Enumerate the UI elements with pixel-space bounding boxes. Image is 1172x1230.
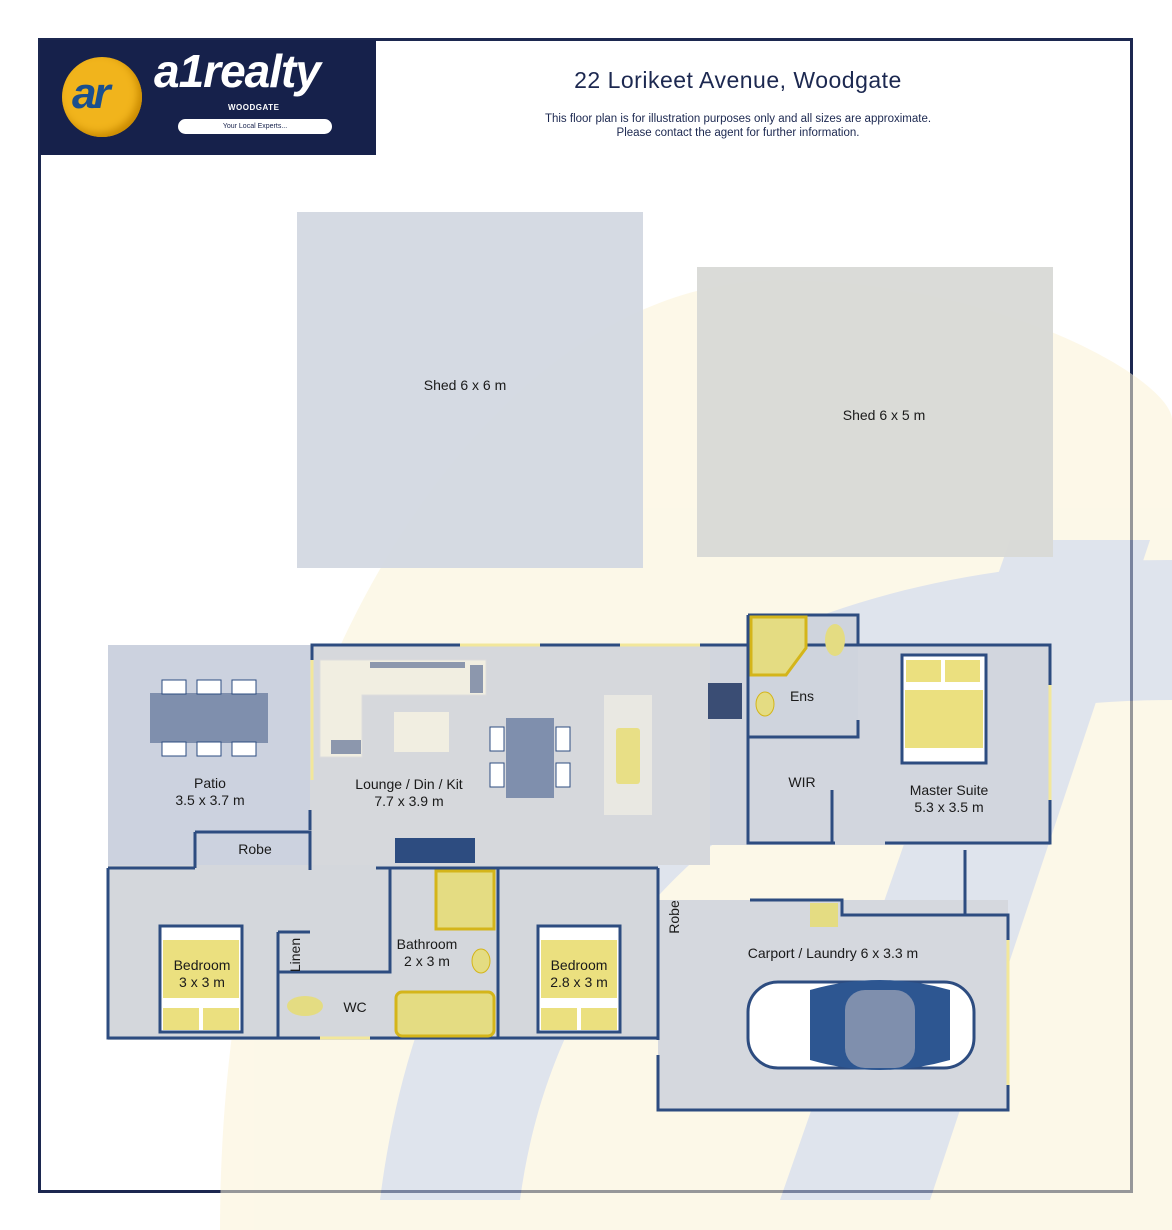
shed2-label: Shed 6 x 5 m [843,407,926,423]
toilet-wc [287,996,323,1016]
bathroom-size: 2 x 3 m [404,953,450,969]
dining-table [489,718,571,798]
ensuite-basin [755,691,775,717]
sofa [319,659,487,758]
cooktop [708,683,742,719]
windows [310,643,1052,1085]
patio-table [150,679,268,757]
bathtub [394,990,496,1038]
master-size: 5.3 x 3.5 m [914,799,983,815]
bed-2 [536,924,622,1034]
linen-label: Linen [287,938,303,972]
disclaimer-line-1: This floor plan is for illustration purp… [544,113,932,125]
patio-size: 3.5 x 3.7 m [175,792,244,808]
patio-name: Patio [194,775,226,791]
logo-location: WOODGATE [228,103,280,112]
kitchen-sink [616,728,640,784]
laundry-tub [810,903,838,927]
page-title: 22 Lorikeet Avenue, Woodgate [574,67,902,93]
ensuite-toilet [825,624,845,656]
robe2-label: Robe [666,900,682,934]
disclaimer: This floor plan is for illustration purp… [380,112,1096,140]
basin [471,948,491,974]
bedroom2-size: 2.8 x 3 m [550,974,608,990]
logo-badge-icon: ar [62,57,142,137]
master-name: Master Suite [910,782,989,798]
shower [434,869,496,931]
ensuite-shower [749,615,808,677]
logo-tagline: Your Local Experts... [178,119,332,134]
logo-badge-text: ar [72,69,111,118]
wir-label: WIR [788,774,815,790]
bedroom1-name: Bedroom [174,957,231,973]
bed-1 [158,924,244,1034]
robe1-label: Robe [238,841,272,857]
bathroom-name: Bathroom [397,936,458,952]
bedroom1-size: 3 x 3 m [179,974,225,990]
agency-logo: ar a1realty WOODGATE Your Local Experts.… [40,40,376,155]
ens-label: Ens [790,688,814,704]
carport-label: Carport / Laundry 6 x 3.3 m [748,945,918,961]
shed-6x6 [297,212,643,568]
master-bed [900,653,988,765]
car-icon [746,980,976,1070]
disclaimer-line-2: Please contact the agent for further inf… [616,127,860,139]
logo-brand: a1realty [154,45,321,97]
bedroom2-name: Bedroom [551,957,608,973]
shed-6x5 [697,267,1053,557]
walls [106,613,1052,1112]
shed1-label: Shed 6 x 6 m [424,377,507,393]
lounge-size: 7.7 x 3.9 m [374,793,443,809]
bathroom-vanity-counter [395,838,475,863]
lounge-name: Lounge / Din / Kit [355,776,463,792]
wc-label: WC [343,999,366,1015]
